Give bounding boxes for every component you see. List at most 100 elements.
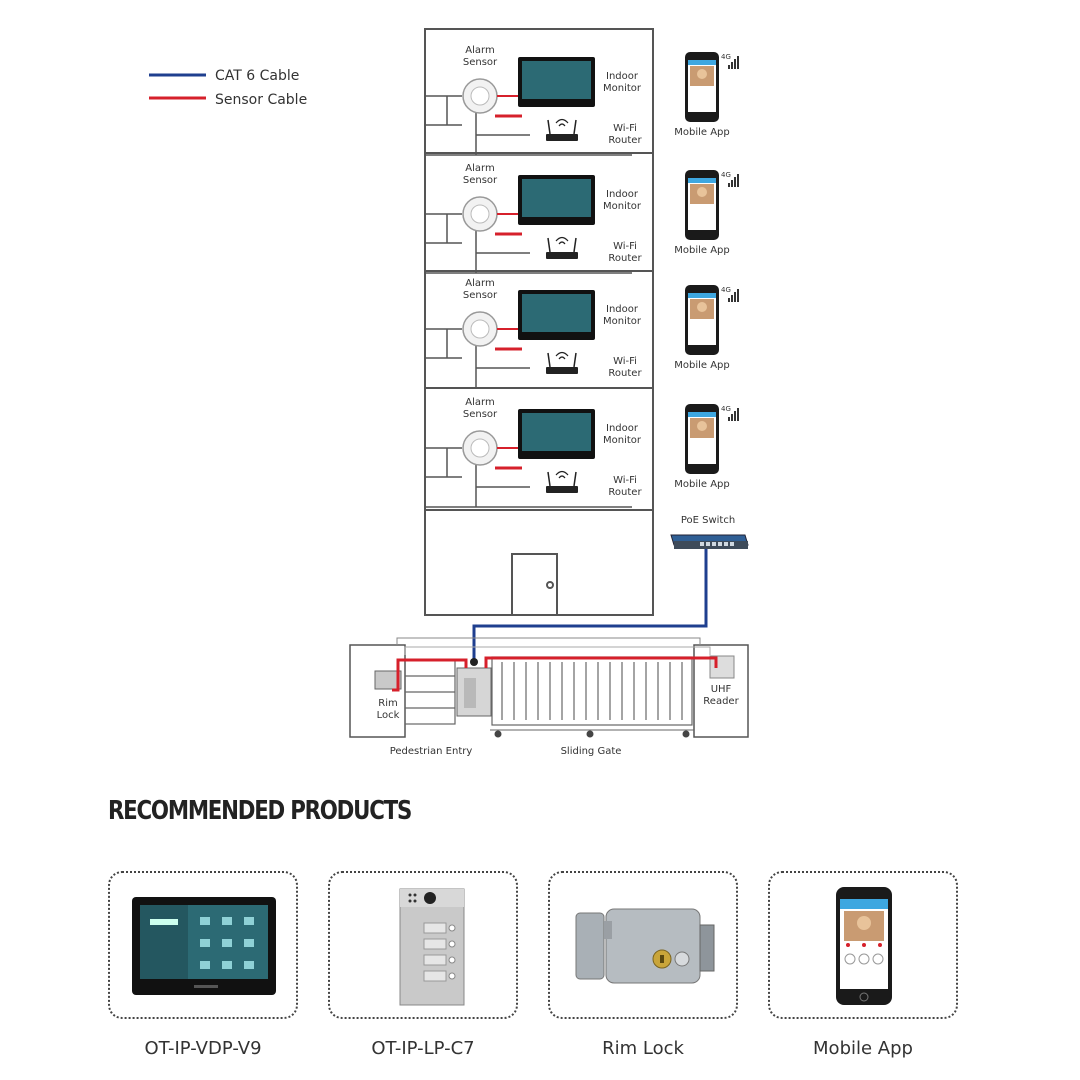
pedestrian-gate bbox=[405, 660, 455, 724]
wifi-router-antenna bbox=[574, 472, 576, 486]
section-title: Recommended Products bbox=[108, 796, 411, 826]
outdoor-panel-product-icon bbox=[330, 873, 516, 1017]
wifi-signal-icon bbox=[556, 238, 568, 245]
product-card-mobile-app[interactable] bbox=[768, 871, 958, 1019]
product-card-outdoor-panel[interactable] bbox=[328, 871, 518, 1019]
wifi-router-icon bbox=[546, 367, 578, 374]
wifi-router-antenna bbox=[574, 238, 576, 252]
indoor-monitor-label: Indoor bbox=[606, 71, 639, 82]
mobile-app-label: Mobile App bbox=[674, 360, 730, 371]
signal-bar bbox=[731, 62, 733, 69]
signal-bar bbox=[731, 180, 733, 187]
smartphone-header bbox=[688, 412, 716, 417]
smartphone-header bbox=[688, 60, 716, 65]
smartphone-header bbox=[688, 293, 716, 298]
signal-bar bbox=[728, 417, 730, 421]
alarm-sensor-inner bbox=[471, 87, 489, 105]
caller-face bbox=[697, 421, 707, 431]
uhf-reader-label-1: UHF bbox=[711, 684, 732, 695]
wifi-router-label: Router bbox=[608, 368, 642, 379]
gate-frame bbox=[397, 638, 700, 645]
indoor-monitor-label: Indoor bbox=[606, 304, 639, 315]
alarm-sensor-label: Alarm bbox=[465, 45, 494, 56]
sliding-gate bbox=[492, 657, 692, 725]
wifi-router-icon bbox=[546, 252, 578, 259]
signal-bar bbox=[734, 411, 736, 421]
building-door bbox=[512, 554, 557, 615]
product-name-vdp-v9: OT-IP-VDP-V9 bbox=[93, 1038, 313, 1059]
poe-switch-label: PoE Switch bbox=[681, 515, 735, 526]
alarm-sensor-label: Alarm bbox=[465, 397, 494, 408]
mobile-app-label: Mobile App bbox=[674, 479, 730, 490]
indoor-monitor-screen bbox=[522, 61, 591, 99]
wifi-router-icon bbox=[546, 134, 578, 141]
network-4g-label: 4G bbox=[721, 53, 731, 61]
rim-lock-label-1: Rim bbox=[378, 698, 397, 709]
outdoor-panel-keys bbox=[464, 678, 476, 708]
wifi-router-label: Router bbox=[608, 253, 642, 264]
wifi-router-label: Wi-Fi bbox=[613, 123, 637, 134]
gate-frame-inner bbox=[405, 647, 710, 655]
gate-area: Rim Lock UHF Reader Pedestrian Entry Sli… bbox=[350, 638, 748, 757]
wifi-router-antenna bbox=[548, 120, 550, 134]
wifi-router-label: Router bbox=[608, 487, 642, 498]
rim-lock-label-2: Lock bbox=[377, 710, 400, 721]
signal-bar bbox=[737, 174, 739, 187]
wifi-router-antenna bbox=[574, 120, 576, 134]
wifi-signal-icon bbox=[556, 353, 568, 360]
wifi-router-label: Wi-Fi bbox=[613, 356, 637, 367]
pedestrian-entry-label: Pedestrian Entry bbox=[390, 746, 473, 757]
wifi-signal-icon bbox=[556, 120, 568, 127]
indoor-monitor-screen bbox=[522, 413, 591, 451]
network-4g-label: 4G bbox=[721, 405, 731, 413]
caller-face bbox=[697, 187, 707, 197]
poe-switch-front bbox=[674, 541, 748, 549]
product-name-lp-c7: OT-IP-LP-C7 bbox=[313, 1038, 533, 1059]
indoor-monitor-label: Monitor bbox=[603, 201, 642, 212]
indoor-monitor-label: Monitor bbox=[603, 316, 642, 327]
indoor-monitor-label: Monitor bbox=[603, 435, 642, 446]
legend-cat6-label: CAT 6 Cable bbox=[215, 68, 299, 84]
floor-1: AlarmSensorIndoorMonitorWi-FiRouterMobil… bbox=[425, 45, 739, 155]
poe-switch: PoE Switch bbox=[671, 515, 748, 549]
floor-2: AlarmSensorIndoorMonitorWi-FiRouterMobil… bbox=[425, 163, 739, 273]
alarm-sensor-inner bbox=[471, 439, 489, 457]
wifi-router-icon bbox=[546, 486, 578, 493]
cat6-cable-switch-to-panel bbox=[474, 549, 706, 665]
wifi-router-antenna bbox=[574, 353, 576, 367]
indoor-monitor-label: Monitor bbox=[603, 83, 642, 94]
uhf-reader-label-2: Reader bbox=[703, 696, 739, 707]
indoor-monitor-screen bbox=[522, 294, 591, 332]
product-card-rim-lock[interactable] bbox=[548, 871, 738, 1019]
alarm-sensor-label: Alarm bbox=[465, 278, 494, 289]
signal-bar bbox=[734, 177, 736, 187]
mobile-app-label: Mobile App bbox=[674, 245, 730, 256]
alarm-sensor-inner bbox=[471, 320, 489, 338]
smartphone-icon bbox=[770, 873, 956, 1017]
wifi-router-label: Wi-Fi bbox=[613, 241, 637, 252]
signal-bar bbox=[728, 65, 730, 69]
wifi-router-label: Wi-Fi bbox=[613, 475, 637, 486]
alarm-sensor-label: Sensor bbox=[463, 290, 498, 301]
mobile-app-label: Mobile App bbox=[674, 127, 730, 138]
system-diagram: CAT 6 Cable Sensor Cable AlarmSensorIndo… bbox=[0, 0, 1080, 780]
floor-4: AlarmSensorIndoorMonitorWi-FiRouterMobil… bbox=[425, 397, 739, 507]
gate-wheels bbox=[495, 731, 690, 738]
network-4g-label: 4G bbox=[721, 171, 731, 179]
legend-sensor-label: Sensor Cable bbox=[215, 92, 307, 108]
smartphone-header bbox=[688, 178, 716, 183]
door-knob-icon bbox=[547, 582, 553, 588]
signal-bar bbox=[737, 56, 739, 69]
indoor-monitor-screen bbox=[522, 179, 591, 217]
indoor-monitor-label: Indoor bbox=[606, 189, 639, 200]
indoor-monitor-icon bbox=[110, 873, 296, 1017]
outdoor-panel-camera-icon bbox=[470, 658, 478, 666]
network-4g-label: 4G bbox=[721, 286, 731, 294]
signal-bar bbox=[734, 59, 736, 69]
wifi-router-antenna bbox=[548, 472, 550, 486]
product-card-indoor-monitor[interactable] bbox=[108, 871, 298, 1019]
alarm-sensor-label: Sensor bbox=[463, 175, 498, 186]
alarm-sensor-inner bbox=[471, 205, 489, 223]
wifi-router-label: Router bbox=[608, 135, 642, 146]
